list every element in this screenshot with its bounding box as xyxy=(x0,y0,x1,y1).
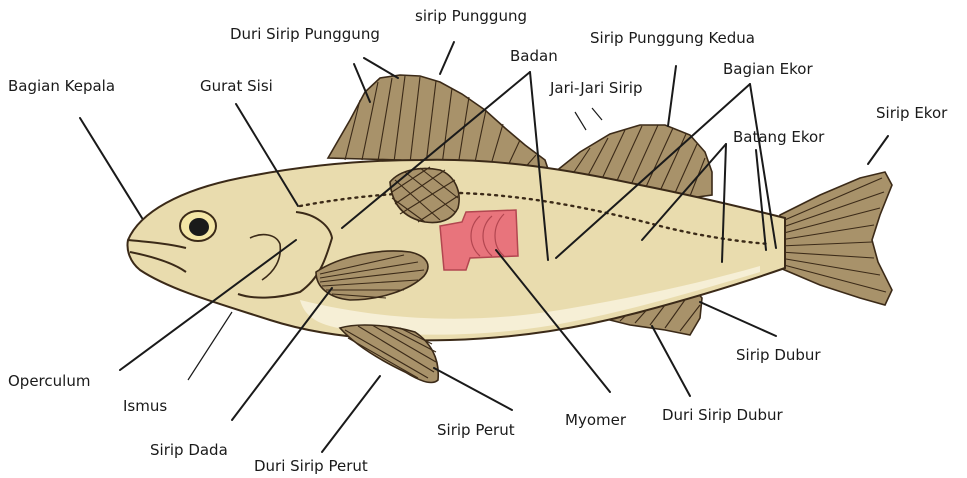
label-jari-jari-sirip: Jari-Jari Sirip xyxy=(550,79,642,97)
caudal-fin xyxy=(772,172,892,305)
label-batang-ekor: Batang Ekor xyxy=(733,128,824,146)
label-sirip-punggung: sirip Punggung xyxy=(415,7,527,25)
label-operculum: Operculum xyxy=(8,372,90,390)
label-sirip-perut: Sirip Perut xyxy=(437,421,515,439)
fish-eye xyxy=(180,211,216,241)
label-gurat-sisi: Gurat Sisi xyxy=(200,77,273,95)
label-duri-sirip-perut: Duri Sirip Perut xyxy=(254,457,368,475)
label-sirip-punggung-kedua: Sirip Punggung Kedua xyxy=(590,29,755,47)
label-sirip-dada: Sirip Dada xyxy=(150,441,228,459)
label-bagian-ekor: Bagian Ekor xyxy=(723,60,813,78)
label-sirip-dubur: Sirip Dubur xyxy=(736,346,821,364)
label-myomer: Myomer xyxy=(565,411,626,429)
label-sirip-ekor: Sirip Ekor xyxy=(876,104,947,122)
label-ismus: Ismus xyxy=(123,397,167,415)
label-bagian-kepala: Bagian Kepala xyxy=(8,77,115,95)
label-badan: Badan xyxy=(510,47,558,65)
label-duri-sirip-dubur: Duri Sirip Dubur xyxy=(662,406,783,424)
label-duri-sirip-punggung: Duri Sirip Punggung xyxy=(230,25,380,43)
scale-patch xyxy=(390,167,459,222)
